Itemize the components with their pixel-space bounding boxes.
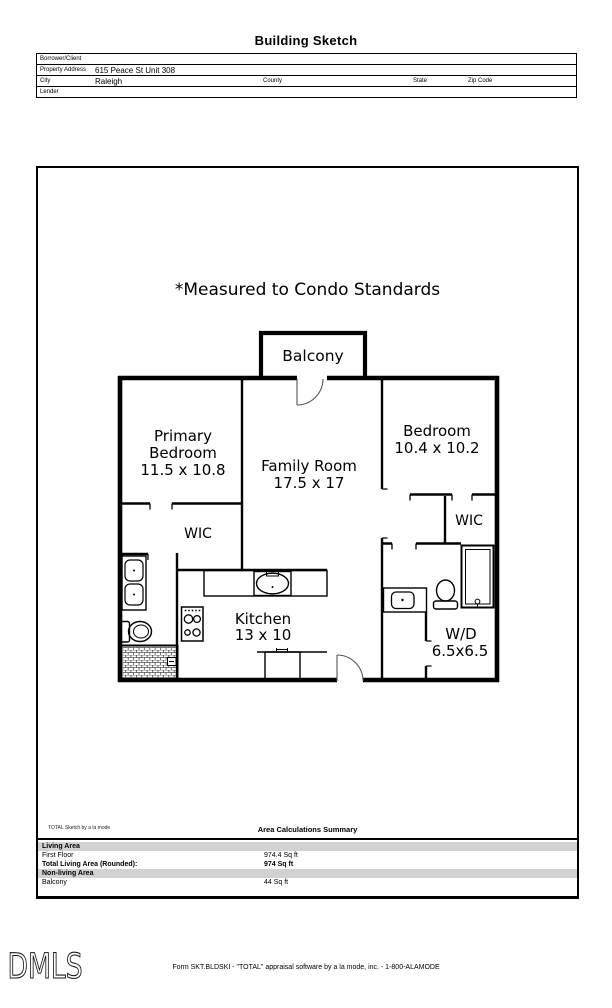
toilet-right-icon [432, 579, 459, 610]
shower-right-icon [460, 544, 495, 609]
summary-divider-line [38, 838, 577, 840]
primary-bedroom-label: Primary [154, 427, 212, 445]
borrower-label: Borrower/Client [40, 56, 82, 62]
family-room-dimensions: 17.5 x 17 [274, 474, 345, 492]
total-sketch-branding: TOTAL Sketch by a la mode [48, 825, 111, 831]
zip-label: Zip Code [468, 78, 493, 84]
toilet-left-icon [118, 620, 153, 643]
row-property-address: Property Address 615 Peace St Unit 308 [37, 65, 576, 76]
area-calculations-table: Living Area First Floor 974.4 Sq ft Tota… [38, 842, 577, 887]
balcony-label: Balcony [282, 347, 343, 365]
property-address-label: Property Address [40, 67, 87, 73]
kitchen-sink-icon [255, 572, 290, 595]
bath-sink-icon [382, 587, 428, 613]
room-labels: Balcony Primary Bedroom 11.5 x 10.8 Fami… [140, 347, 488, 660]
island-faucet-icon [276, 648, 288, 652]
door-swings [296, 378, 364, 682]
city-label: City [40, 78, 51, 84]
wd-label: W/D [445, 625, 476, 643]
primary-bedroom-dimensions: 11.5 x 10.8 [140, 461, 225, 479]
summary-section-living: Living Area [38, 842, 577, 851]
bedroom-label: Bedroom [403, 422, 471, 440]
dmls-logo-text: DMLS [8, 946, 83, 987]
family-room-label: Family Room [261, 457, 357, 475]
dmls-logo: DMLS [7, 946, 83, 987]
summary-row-balcony: Balcony 44 Sq ft [42, 879, 289, 886]
floor-plan: Balcony Primary Bedroom 11.5 x 10.8 Fami… [117, 330, 500, 683]
summary-row-total-living: Total Living Area (Rounded): 974 Sq ft [42, 861, 294, 868]
sketch-area-box: *Measured to Condo Standards TOTAL Sketc… [36, 166, 579, 899]
wic-left-label: WIC [184, 526, 212, 542]
svg-text:Bedroom: Bedroom [149, 444, 217, 462]
subject-info-table: Borrower/Client Property Address 615 Pea… [36, 53, 577, 98]
entry-door-arc [336, 654, 364, 682]
summary-row-first-floor: First Floor 974.4 Sq ft [42, 852, 298, 859]
area-calculations-title: Area Calculations Summary [257, 825, 358, 834]
row-city-county-state-zip: City Raleigh County State Zip Code [37, 76, 576, 87]
property-address-value: 615 Peace St Unit 308 [95, 66, 176, 75]
kitchen-dimensions: 13 x 10 [235, 626, 292, 644]
condo-standards-note: *Measured to Condo Standards [174, 280, 441, 300]
summary-section-nonliving: Non-living Area [38, 869, 577, 878]
page-title: Building Sketch [254, 33, 358, 48]
vanity-double-sink-icon [121, 555, 147, 611]
door-jambs [147, 488, 473, 667]
form-footer-text: Form SKT.BLDSKI - "TOTAL" appraisal soft… [172, 964, 440, 971]
wd-dimensions: 6.5x6.5 [432, 642, 489, 660]
wic-right-label: WIC [455, 513, 483, 529]
shower-left-icon [120, 644, 179, 680]
state-label: State [413, 78, 428, 84]
balcony-door-arc [296, 378, 324, 406]
kitchen-counter [203, 569, 328, 680]
exterior-walls [117, 330, 500, 683]
lender-label: Lender [40, 89, 59, 95]
bedroom-dimensions: 10.4 x 10.2 [394, 439, 479, 457]
kitchen-label: Kitchen [235, 610, 291, 628]
city-value: Raleigh [95, 77, 123, 86]
balcony-walls [258, 330, 368, 379]
county-label: County [263, 78, 283, 84]
row-borrower: Borrower/Client [37, 54, 576, 65]
row-lender: Lender [37, 87, 576, 97]
stove-icon [180, 606, 204, 642]
